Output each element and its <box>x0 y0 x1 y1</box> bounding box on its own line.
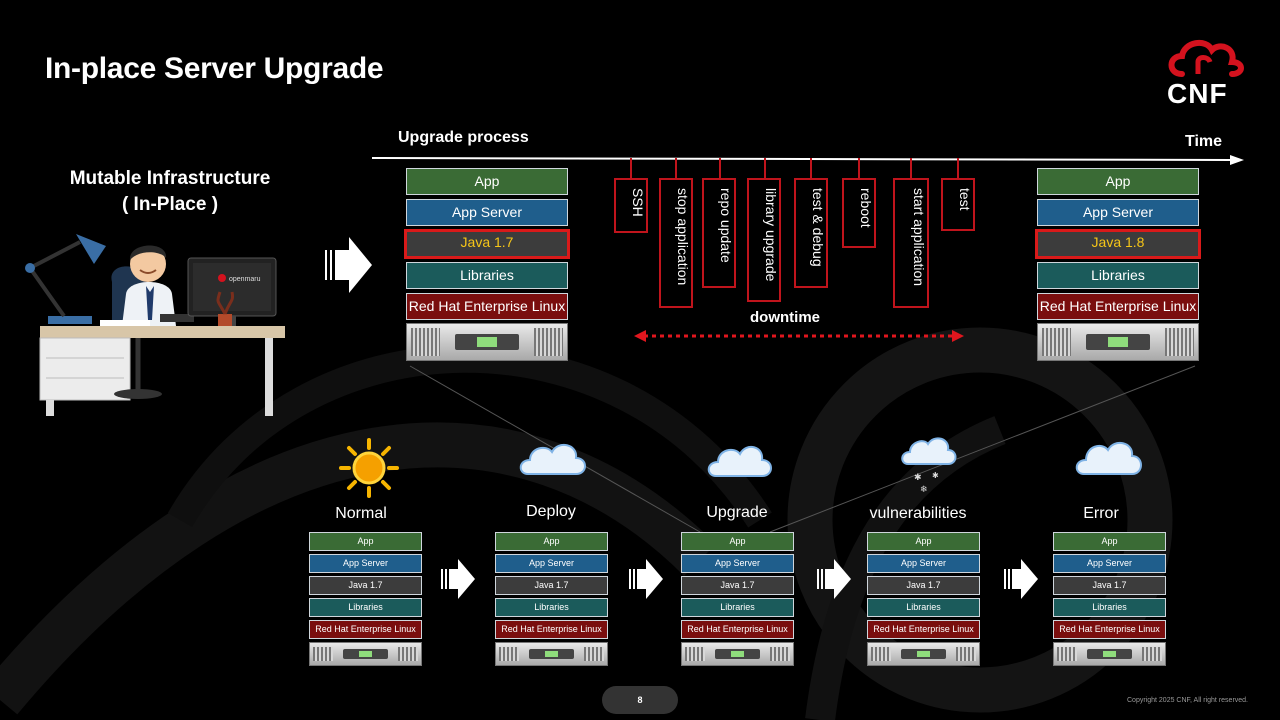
upgrade-process-label: Upgrade process <box>398 129 529 146</box>
app-server-layer: App Server <box>406 199 568 226</box>
java-layer: Java 1.7 <box>495 576 608 595</box>
time-label: Time <box>1185 133 1223 150</box>
subtitle-line-1: Mutable Infrastructure <box>69 168 271 189</box>
svg-text:❄: ❄ <box>920 485 928 494</box>
right-arrow-icon <box>817 559 851 599</box>
downtime-label: downtime <box>750 309 820 326</box>
server-hardware-icon <box>406 323 568 361</box>
java-layer: Java 1.7 <box>867 576 980 595</box>
os-layer: Red Hat Enterprise Linux <box>867 620 980 639</box>
step-tick <box>675 158 677 178</box>
logo-text: CNF <box>1167 78 1228 109</box>
step-repo-update: repo update <box>702 178 736 288</box>
developer-at-desk-illustration: openmaru <box>25 234 285 416</box>
os-layer: Red Hat Enterprise Linux <box>1037 293 1199 320</box>
os-layer: Red Hat Enterprise Linux <box>1053 620 1166 639</box>
stage-label-upgrade: Upgrade <box>706 504 768 521</box>
app-server-layer: App Server <box>1053 554 1166 573</box>
app-layer: App <box>1053 532 1166 551</box>
server-hardware-icon <box>867 642 980 666</box>
server-hardware-icon <box>1053 642 1166 666</box>
libraries-layer: Libraries <box>867 598 980 617</box>
step-tick <box>910 158 912 178</box>
libraries-layer: Libraries <box>1053 598 1166 617</box>
step-tick <box>810 158 812 178</box>
step-stop-application: stop application <box>659 178 693 308</box>
libraries-layer: Libraries <box>406 262 568 289</box>
right-arrow-icon <box>1004 559 1038 599</box>
slide-title: In-place Server Upgrade <box>45 52 384 85</box>
libraries-layer: Libraries <box>681 598 794 617</box>
cnf-logo: CNF <box>1162 34 1252 110</box>
step-tick <box>719 158 721 178</box>
right-arrow-icon <box>441 559 475 599</box>
step-start-application: start application <box>893 178 929 308</box>
java-layer: Java 1.7 <box>309 576 422 595</box>
step-tick <box>630 158 632 178</box>
step-library-upgrade: library upgrade <box>747 178 781 302</box>
cloud-icon <box>1075 441 1142 475</box>
libraries-layer: Libraries <box>1037 262 1199 289</box>
cloud-icon <box>707 445 772 477</box>
right-arrow-icon <box>325 237 372 293</box>
stage-label-vulnerabilities: vulnerabilities <box>869 505 967 522</box>
step-test: test <box>941 178 975 231</box>
desk-lamp-icon <box>25 234 106 324</box>
libraries-layer: Libraries <box>309 598 422 617</box>
java-layer: Java 1.8 <box>1035 229 1201 259</box>
libraries-layer: Libraries <box>495 598 608 617</box>
right-arrow-icon <box>629 559 663 599</box>
server-hardware-icon <box>1037 323 1199 361</box>
server-hardware-icon <box>495 642 608 666</box>
app-layer: App <box>1037 168 1199 195</box>
svg-text:✱: ✱ <box>932 471 939 480</box>
step-tick <box>858 158 860 178</box>
app-layer: App <box>406 168 568 195</box>
timeline-arrow <box>371 155 1244 165</box>
page-number: 8 <box>602 686 678 714</box>
step-ssh: SSH <box>614 178 648 233</box>
app-layer: App <box>867 532 980 551</box>
os-layer: Red Hat Enterprise Linux <box>309 620 422 639</box>
app-layer: App <box>681 532 794 551</box>
monitor-brand-text: openmaru <box>229 276 261 283</box>
step-test-debug: test & debug <box>794 178 828 288</box>
java-layer: Java 1.7 <box>404 229 570 259</box>
java-layer: Java 1.7 <box>1053 576 1166 595</box>
java-layer: Java 1.7 <box>681 576 794 595</box>
svg-text:✱: ✱ <box>914 473 922 483</box>
cloud-logo-icon <box>1168 39 1244 77</box>
snow-cloud-icon: ✱ ❄ ✱ <box>901 437 957 494</box>
os-layer: Red Hat Enterprise Linux <box>495 620 608 639</box>
stage-label-normal: Normal <box>335 505 387 522</box>
app-server-layer: App Server <box>681 554 794 573</box>
copyright-text: Copyright 2025 CNF, All right reserved. <box>1127 697 1248 704</box>
downtime-range-arrow <box>634 330 964 342</box>
server-hardware-icon <box>681 642 794 666</box>
subtitle-line-2: ( In-Place ) <box>121 194 219 215</box>
server-hardware-icon <box>309 642 422 666</box>
cloud-icon <box>519 443 586 475</box>
app-layer: App <box>309 532 422 551</box>
app-server-layer: App Server <box>1037 199 1199 226</box>
app-layer: App <box>495 532 608 551</box>
app-server-layer: App Server <box>495 554 608 573</box>
stage-label-error: Error <box>1083 505 1119 522</box>
stage-label-deploy: Deploy <box>526 503 576 520</box>
step-tick <box>764 158 766 178</box>
app-server-layer: App Server <box>309 554 422 573</box>
app-server-layer: App Server <box>867 554 980 573</box>
step-tick <box>957 158 959 178</box>
infrastructure-subtitle: Mutable Infrastructure ( In-Place ) <box>30 166 310 218</box>
step-reboot: reboot <box>842 178 876 248</box>
os-layer: Red Hat Enterprise Linux <box>406 293 568 320</box>
os-layer: Red Hat Enterprise Linux <box>681 620 794 639</box>
sun-icon <box>339 438 399 498</box>
